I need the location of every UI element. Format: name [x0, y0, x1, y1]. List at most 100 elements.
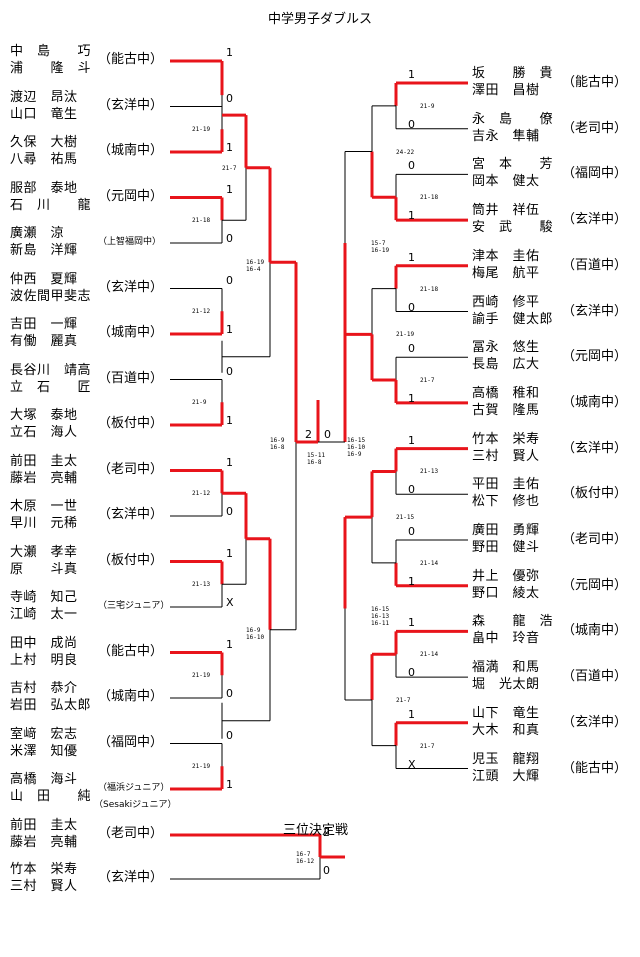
round-result: 1	[408, 574, 415, 588]
player-name: 浦 隆 斗	[10, 61, 92, 76]
school-label: （城南中）	[562, 623, 628, 639]
game-score: 21-7	[420, 377, 435, 385]
round-result: 1	[408, 433, 415, 447]
round-result: 1	[226, 182, 233, 196]
player-name: 長谷川 靖高	[10, 362, 92, 378]
game-score: 21-7	[222, 164, 237, 172]
game-score: 21-19	[192, 763, 211, 771]
player-name: 宮 本 芳	[472, 157, 554, 173]
player-name: 高橋 海斗	[10, 772, 78, 787]
player-name: 三村 賢人	[10, 879, 78, 894]
game-score: 24-22	[396, 148, 415, 156]
round-result: 1	[226, 637, 233, 651]
player-name: 八尋 祐馬	[10, 152, 78, 167]
player-name: 井上 優弥	[472, 568, 540, 584]
round-result: 1	[226, 778, 233, 791]
round-result: 1	[408, 250, 415, 264]
round-result: 0	[408, 159, 415, 173]
game-score: 21-7	[396, 696, 411, 704]
player-name: 前田 圭太	[10, 453, 78, 469]
player-name: 田中 成尚	[10, 635, 78, 651]
round-result: 1	[226, 414, 233, 427]
player-name: 米澤 知優	[10, 743, 78, 759]
school-label: （百道中）	[562, 669, 628, 685]
game-score: 16-7 16-12	[296, 851, 315, 865]
round-result: X	[226, 596, 234, 609]
player-name: 長島 広大	[472, 357, 540, 373]
player-name: 畠中 玲音	[472, 631, 540, 647]
school-label: （福岡中）	[562, 166, 628, 182]
player-name: 廣田 勇輝	[472, 523, 540, 538]
game-score: 15-11 16-8	[307, 452, 326, 466]
round-result: 1	[226, 46, 233, 59]
round-result: 0	[408, 525, 415, 538]
school-label: （百道中）	[562, 257, 628, 273]
player-name: 室﨑 宏志	[10, 726, 78, 742]
round-result: 1	[226, 323, 233, 336]
player-name: 服部 泰地	[10, 180, 78, 196]
player-name: 吉村 恭介	[10, 681, 78, 696]
school-label: （能古中）	[562, 760, 628, 776]
game-score: 21-9	[420, 102, 435, 110]
player-name: 西崎 修平	[472, 294, 540, 310]
game-score: 21-13	[192, 581, 211, 589]
game-score: 21-7	[420, 742, 435, 750]
game-score: 21-12	[192, 490, 211, 498]
school-label: （玄洋中）	[562, 714, 628, 730]
player-name: 山下 竜生	[472, 705, 540, 721]
player-name: 松下 修也	[472, 494, 540, 510]
player-name: 木原 一世	[10, 499, 78, 514]
school-label: （能古中）	[562, 75, 628, 90]
school-label: （玄洋中）	[98, 507, 164, 522]
player-name: 古賀 隆馬	[472, 402, 540, 418]
game-score: 21-12	[192, 308, 211, 316]
round-result: 1	[408, 707, 415, 721]
round-result: 0	[408, 483, 415, 497]
school-label: （三宅ジュニア）	[98, 601, 170, 611]
round-result: 0	[226, 687, 233, 700]
player-name: 岡本 健太	[472, 174, 540, 190]
school-label: （老司中）	[562, 532, 628, 547]
player-name: 大塚 泰地	[10, 408, 78, 423]
player-name: 久保 大樹	[10, 135, 78, 150]
player-name: 江崎 太一	[10, 607, 78, 622]
round-result: 1	[226, 455, 233, 469]
round-result: 1	[408, 616, 415, 630]
player-name: 立石 海人	[10, 425, 78, 440]
school-label: （福浜ジュニア）	[98, 783, 170, 793]
school-label: （老司中）	[98, 461, 164, 477]
school-label: （老司中）	[562, 120, 628, 136]
player-name: 野口 綾太	[472, 585, 540, 601]
player-name: 波佐間甲斐志	[10, 288, 92, 304]
round-result: 0	[323, 864, 330, 877]
round-result: 0	[226, 728, 233, 742]
school-label: （城南中）	[98, 143, 164, 158]
player-name: 仲西 夏輝	[10, 271, 78, 287]
page-title: 中学男子ダブルス	[267, 12, 372, 27]
player-name: 堀 光太朗	[472, 677, 540, 693]
player-name: 澤田 昌樹	[472, 83, 540, 98]
player-name: 中 島 巧	[10, 44, 92, 59]
player-name: 渡辺 昂汰	[10, 89, 78, 105]
round-result: 0	[226, 232, 233, 245]
player-name: 安 武 駿	[472, 220, 554, 236]
player-name: 平田 圭佑	[472, 477, 540, 493]
round-result: 0	[408, 117, 415, 131]
round-result: 1	[408, 68, 415, 81]
school-label: （板付中）	[98, 552, 164, 568]
player-name: 山口 竜生	[10, 106, 78, 122]
round-result: 1	[226, 141, 233, 154]
school-label: （元岡中）	[98, 188, 164, 204]
game-score: 21-19	[396, 331, 415, 339]
round-result: 2	[305, 428, 312, 441]
school-label: （Sesakiジュニア）	[94, 800, 177, 810]
game-score: 16-19 16-4	[246, 259, 265, 274]
player-name: 吉永 隼輔	[472, 128, 540, 144]
player-name: 高橋 稚和	[472, 385, 540, 401]
player-name: 山 田 純	[10, 789, 92, 804]
player-name: 大瀬 孝幸	[10, 544, 78, 560]
school-label: （能古中）	[98, 52, 164, 67]
school-label: （城南中）	[98, 325, 164, 340]
game-score: 16-9 16-10	[246, 626, 265, 641]
